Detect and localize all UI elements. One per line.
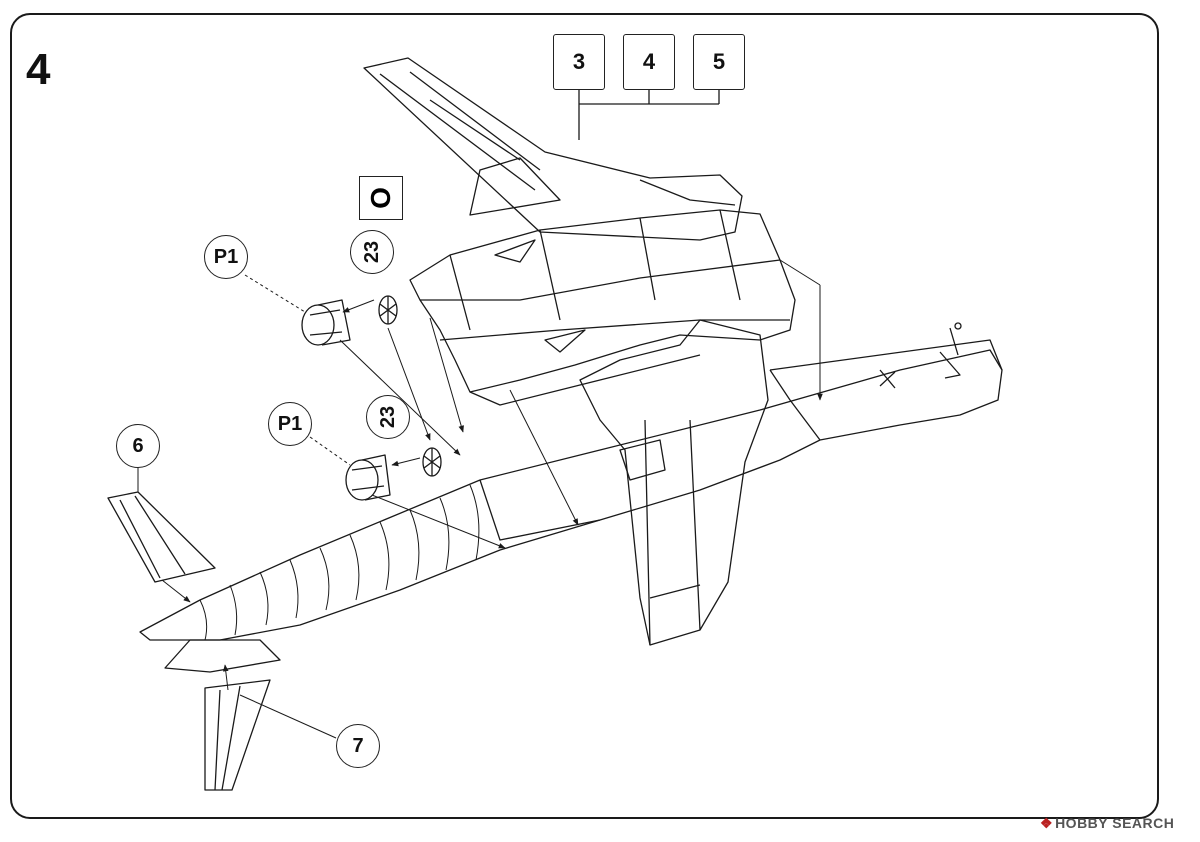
sprue-marker-o: O bbox=[359, 176, 403, 220]
fuselage-body bbox=[139, 322, 1003, 641]
fan-disc-23-lower bbox=[422, 447, 442, 477]
engine-p1-lower bbox=[345, 454, 391, 501]
assembly-leaders bbox=[137, 259, 823, 739]
reference-box-5: 5 bbox=[693, 34, 745, 90]
step-number: 4 bbox=[26, 45, 51, 94]
callout-6: 6 bbox=[116, 424, 160, 468]
fan-disc-23-upper bbox=[378, 295, 398, 325]
engine-p1-upper bbox=[301, 299, 351, 346]
step-frame bbox=[10, 13, 1159, 819]
callout-p1-lower: P1 bbox=[268, 402, 312, 446]
reference-box-4: 4 bbox=[623, 34, 675, 90]
tail-fin-6 bbox=[107, 491, 216, 583]
lower-ventral-fin bbox=[164, 639, 281, 673]
callout-p1-upper: P1 bbox=[204, 235, 248, 279]
reference-box-3: 3 bbox=[553, 34, 605, 90]
watermark-text: HOBBY SEARCH bbox=[1055, 815, 1175, 831]
upper-wing bbox=[363, 57, 743, 241]
nose-panel-lines bbox=[199, 484, 480, 641]
hobby-search-watermark: ❖HOBBY SEARCH bbox=[1040, 815, 1174, 832]
hobby-search-logo-icon: ❖ bbox=[1040, 815, 1054, 831]
reference-bracket bbox=[578, 90, 720, 140]
lower-wing bbox=[579, 319, 769, 646]
callout-7: 7 bbox=[336, 724, 380, 768]
fuselage-upper bbox=[409, 209, 796, 406]
tail-fin-7 bbox=[204, 679, 271, 791]
